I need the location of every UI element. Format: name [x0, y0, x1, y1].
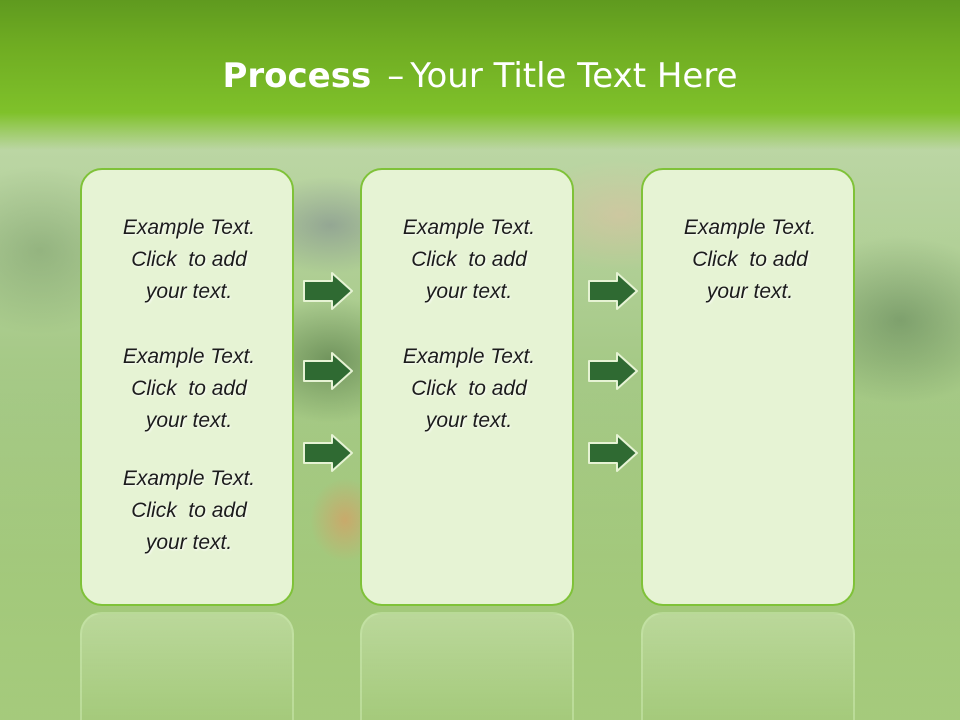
placeholder-line: your text.: [425, 409, 513, 432]
slide-title[interactable]: Process–Your Title Text Here: [0, 52, 960, 100]
right-arrow-icon: [587, 351, 639, 391]
placeholder-line: your text.: [706, 280, 794, 303]
placeholder-line: Example Text.: [402, 216, 536, 239]
box-reflection-1: [80, 612, 294, 720]
header-band: [0, 0, 960, 150]
placeholder-line: Example Text.: [683, 216, 817, 239]
text-placeholder[interactable]: Example Text. Click to add your text.: [362, 341, 576, 437]
placeholder-line: Example Text.: [122, 216, 256, 239]
placeholder-line: Click to add: [131, 377, 247, 400]
placeholder-line: your text.: [145, 531, 233, 554]
placeholder-line: your text.: [425, 280, 513, 303]
right-arrow-icon: [302, 271, 354, 311]
placeholder-line: your text.: [145, 409, 233, 432]
title-rest: Your Title Text Here: [410, 56, 738, 96]
placeholder-line: Example Text.: [122, 467, 256, 490]
placeholder-line: your text.: [145, 280, 233, 303]
placeholder-line: Click to add: [131, 499, 247, 522]
title-separator: –: [387, 56, 405, 96]
text-placeholder[interactable]: Example Text. Click to add your text.: [82, 212, 296, 308]
right-arrow-icon: [302, 433, 354, 473]
process-box-3: Example Text. Click to add your text.: [641, 168, 855, 606]
process-box-2: Example Text. Click to add your text. Ex…: [360, 168, 574, 606]
right-arrow-icon: [587, 433, 639, 473]
title-bold: Process: [222, 56, 372, 96]
text-placeholder[interactable]: Example Text. Click to add your text.: [82, 463, 296, 559]
text-placeholder[interactable]: Example Text. Click to add your text.: [82, 341, 296, 437]
text-placeholder[interactable]: Example Text. Click to add your text.: [362, 212, 576, 308]
text-placeholder[interactable]: Example Text. Click to add your text.: [643, 212, 857, 308]
placeholder-line: Click to add: [131, 248, 247, 271]
box-reflection-2: [360, 612, 574, 720]
right-arrow-icon: [587, 271, 639, 311]
placeholder-line: Click to add: [411, 377, 527, 400]
placeholder-line: Click to add: [692, 248, 808, 271]
box-reflection-3: [641, 612, 855, 720]
process-box-1: Example Text. Click to add your text. Ex…: [80, 168, 294, 606]
placeholder-line: Example Text.: [122, 345, 256, 368]
right-arrow-icon: [302, 351, 354, 391]
placeholder-line: Click to add: [411, 248, 527, 271]
placeholder-line: Example Text.: [402, 345, 536, 368]
